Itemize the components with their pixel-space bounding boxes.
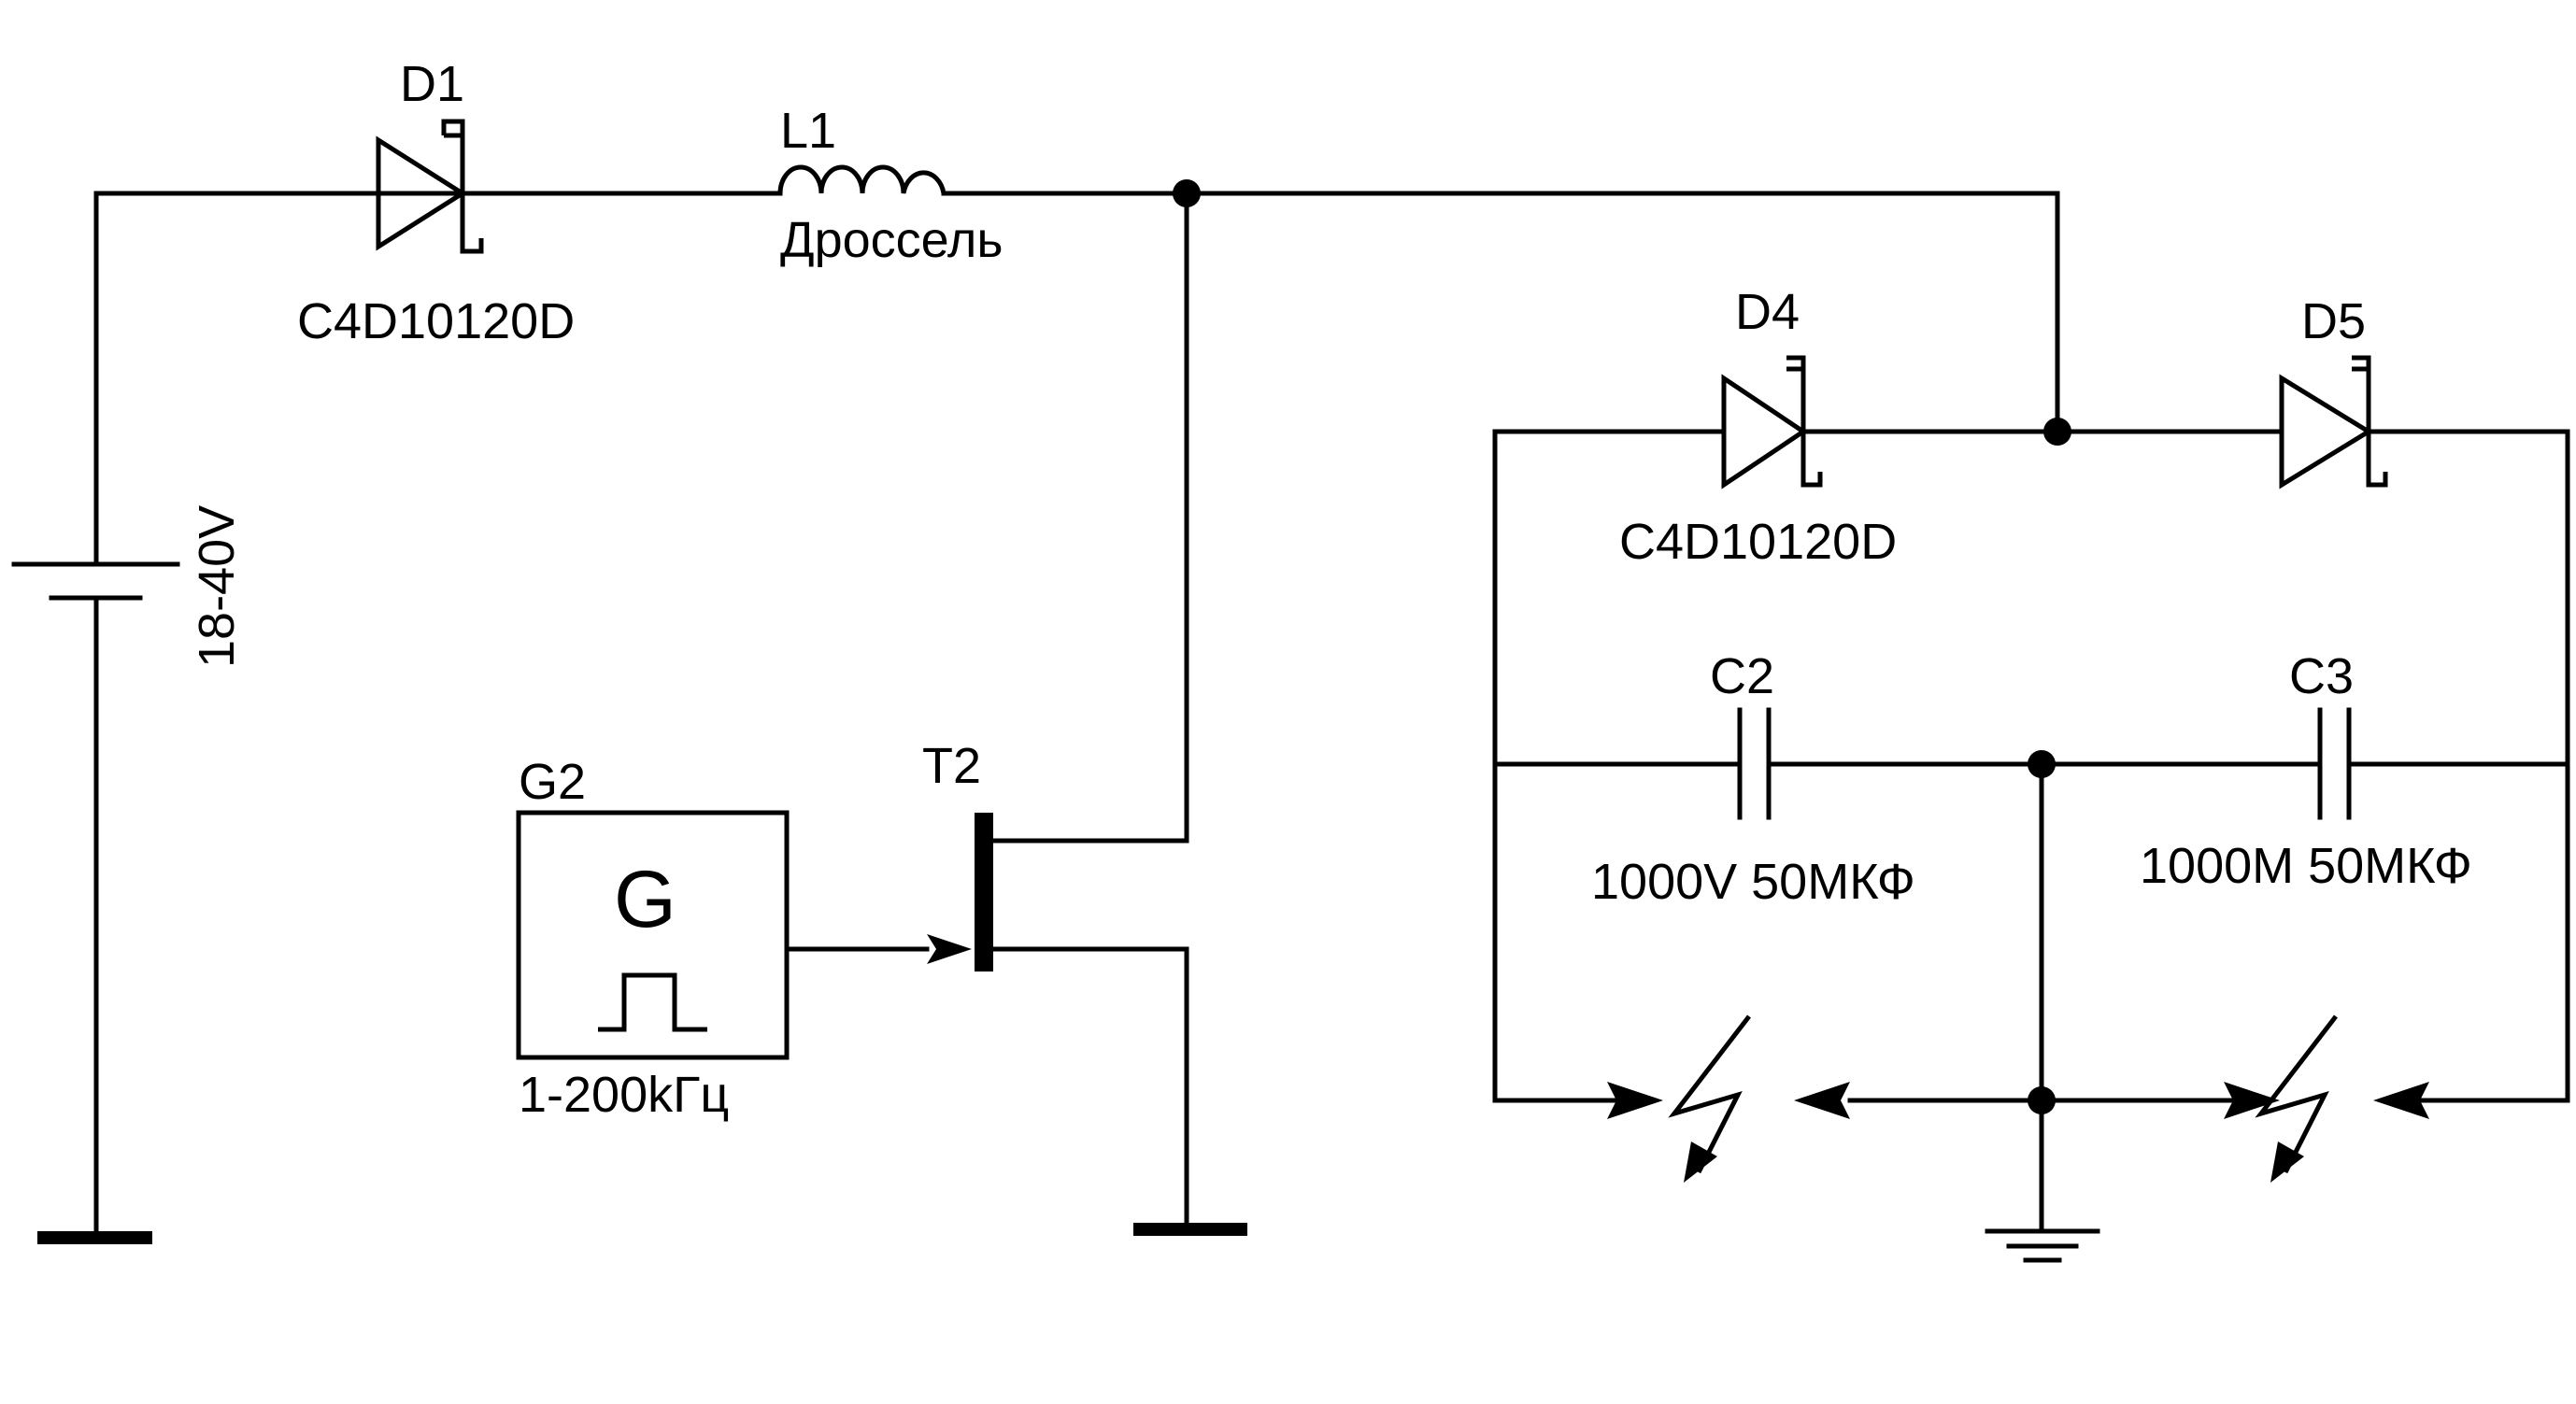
junction-dot-icon (2028, 1086, 2056, 1114)
g2-ref-label: G2 (519, 754, 586, 810)
g2-symbol-label: G (614, 855, 676, 944)
junctions (1173, 179, 2071, 1114)
spark-gap-arrow-in-icon (1607, 1082, 1663, 1119)
capacitor-c3: C3 1000M 50МКФ (2140, 648, 2472, 894)
c3-ref-label: C3 (2289, 648, 2354, 704)
ground-bars (37, 1223, 1247, 1244)
diode-schottky-icon (2279, 374, 2373, 489)
diode-d1: D1 C4D10120D (297, 56, 575, 349)
d4-ref-label: D4 (1735, 284, 1800, 340)
earth-ground (1985, 1228, 2100, 1263)
junction-dot-icon (2043, 418, 2071, 446)
wire-node-collector (989, 191, 1189, 844)
junction-dot-icon (2028, 750, 2056, 778)
diode-d4: D4 C4D10120D (1619, 284, 1897, 570)
l1-ref-label: L1 (780, 103, 836, 159)
c2-ref-label: C2 (1710, 648, 1774, 704)
diode-schottky-icon (1721, 374, 1808, 489)
c3-value-label: 1000M 50МКФ (2140, 838, 2472, 894)
l1-part-label: Дроссель (780, 212, 1003, 268)
diode-d5: D5 (2279, 293, 2388, 489)
wire-battery-top (93, 191, 381, 567)
spark-gap-icon (2255, 1014, 2338, 1174)
d5-ref-label: D5 (2301, 293, 2366, 349)
d4-part-label: C4D10120D (1619, 514, 1897, 570)
spark-gap-arrow-in-icon (2224, 1082, 2280, 1119)
spark-gap-right (2224, 1014, 2429, 1183)
junction-dot-icon (1173, 179, 1201, 207)
d1-part-label: C4D10120D (297, 293, 575, 349)
inductor-l1: L1 Дроссель (777, 103, 1003, 268)
spark-gap-arrow-out-icon (2373, 1082, 2429, 1119)
g2-freq-label: 1-200kГц (519, 1067, 729, 1123)
transistor-t2: T2 (922, 738, 995, 971)
spark-gap-left (1492, 1014, 1850, 1183)
d1-ref-label: D1 (400, 56, 464, 112)
spark-gap-icon (1668, 1014, 1751, 1174)
transistor-arrow-icon (927, 934, 972, 964)
capacitor-c2: C2 1000V 50МКФ (1591, 648, 1915, 910)
wire-emitter-ground (989, 946, 1189, 1234)
pulse-generator-icon (516, 810, 790, 1060)
battery: 18-40V (11, 505, 245, 668)
battery-value-label: 18-40V (189, 505, 245, 668)
generator-g2: G G2 1-200kГц (516, 754, 790, 1123)
pulse-waveform-icon (598, 972, 707, 1032)
t2-ref-label: T2 (922, 738, 981, 794)
inductor-icon (777, 164, 946, 194)
spark-gap-arrow-out-icon (1794, 1082, 1850, 1119)
c2-value-label: 1000V 50МКФ (1591, 854, 1915, 910)
